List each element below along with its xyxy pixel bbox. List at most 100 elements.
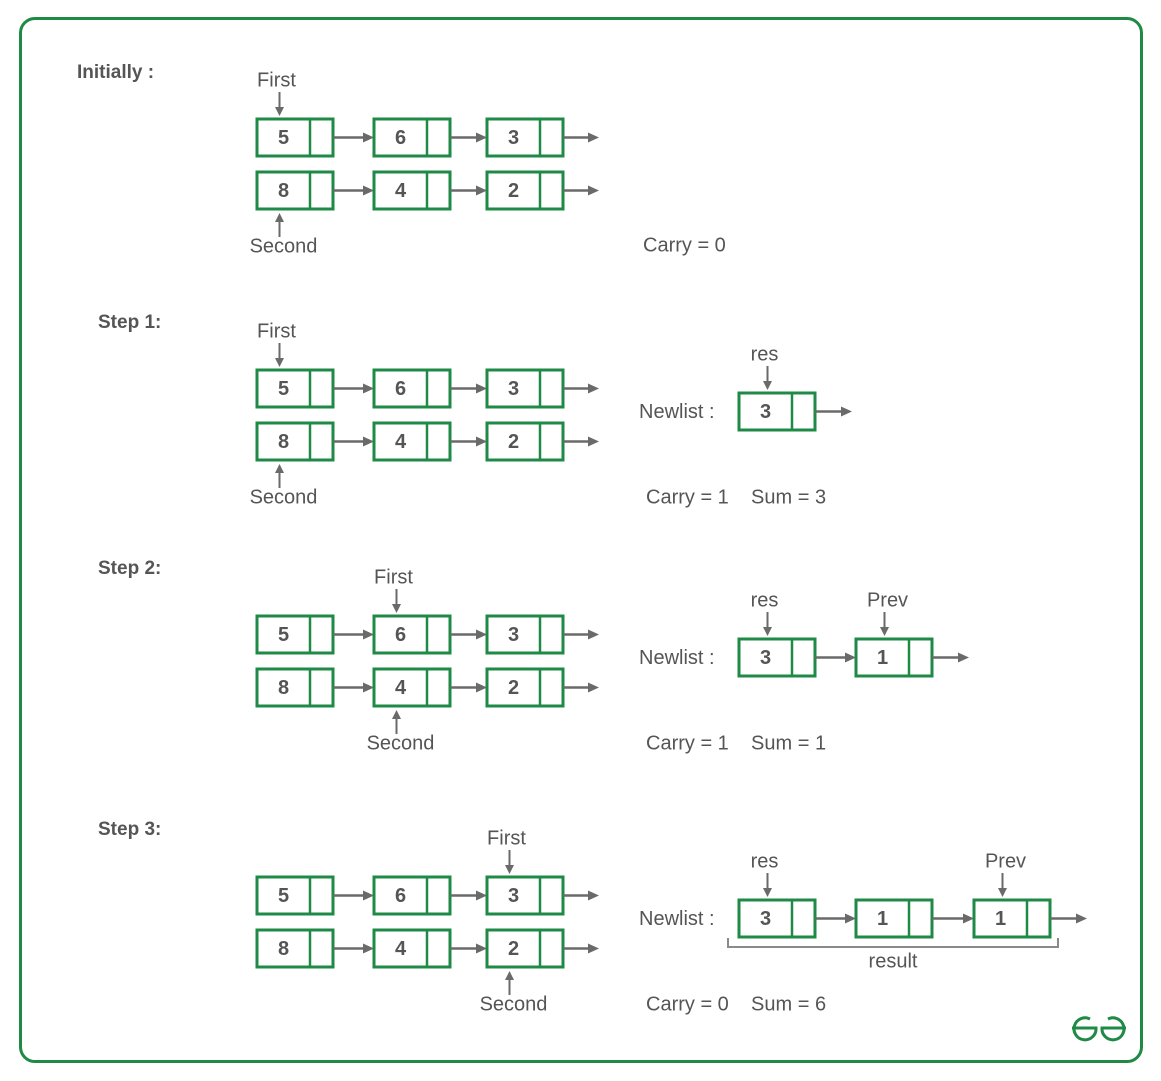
first-list-link-arrow	[563, 132, 599, 143]
newlist-link-arrow	[815, 652, 856, 663]
first-pointer-label: First	[257, 320, 296, 342]
logo-left-g	[1072, 1016, 1098, 1042]
second-list-link-arrow	[563, 682, 599, 693]
first-pointer-label: First	[374, 566, 413, 588]
node-box	[255, 421, 335, 462]
prev-pointer-arrow	[880, 612, 889, 636]
link-arrow-head	[588, 383, 599, 394]
second-list-link-arrow	[333, 682, 374, 693]
newlist-link-arrow	[815, 913, 856, 924]
pointer-arrow-head	[505, 971, 514, 980]
second-pointer-arrow	[275, 464, 284, 488]
link-arrow-head	[363, 943, 374, 954]
node-box	[854, 637, 934, 678]
pointer-arrow-head	[275, 464, 284, 473]
status-text: Carry = 1 Sum = 3	[646, 486, 826, 508]
link-arrow-head	[588, 629, 599, 640]
second-list-link-arrow	[563, 185, 599, 196]
node-box	[255, 117, 335, 158]
node-box	[372, 614, 452, 655]
step-label: Step 2:	[98, 558, 161, 579]
node-value: 3	[508, 885, 519, 907]
link-arrow-head	[963, 913, 974, 924]
first-pointer-arrow	[505, 850, 514, 874]
link-arrow-head	[476, 436, 487, 447]
node-value: 3	[508, 378, 519, 400]
link-arrow-head	[363, 185, 374, 196]
second-pointer-arrow	[275, 213, 284, 237]
newlist-link-arrow	[932, 913, 974, 924]
geeksforgeeks-logo	[1072, 1016, 1126, 1042]
second-pointer-label: Second	[250, 486, 318, 508]
pointer-arrow-head	[763, 888, 772, 897]
newlist-node: 1	[972, 898, 1052, 939]
link-arrow-head	[841, 406, 852, 417]
first-list-node: 3	[485, 368, 565, 409]
link-arrow-head	[476, 890, 487, 901]
node-value: 5	[278, 624, 289, 646]
newlist-link-arrow	[815, 406, 852, 417]
res-pointer-arrow	[763, 612, 772, 636]
node-box	[372, 667, 452, 708]
second-list-node: 2	[485, 928, 565, 969]
first-list-node: 5	[255, 117, 335, 158]
node-value: 1	[995, 908, 1006, 930]
first-list-link-arrow	[563, 629, 599, 640]
first-list-node: 5	[255, 614, 335, 655]
result-bracket-label: result	[869, 950, 918, 972]
second-list-node: 2	[485, 170, 565, 211]
pointer-arrow-head	[392, 710, 401, 719]
first-list-link-arrow	[450, 629, 487, 640]
link-arrow-head	[476, 185, 487, 196]
node-box	[372, 170, 452, 211]
newlist-node: 1	[854, 637, 934, 678]
newlist-node: 3	[737, 391, 817, 432]
node-box	[372, 928, 452, 969]
second-pointer-label: Second	[480, 993, 548, 1015]
node-value: 6	[395, 127, 406, 149]
res-pointer-arrow	[763, 873, 772, 897]
link-arrow-head	[476, 629, 487, 640]
result-bracket	[727, 938, 1059, 948]
second-list-link-arrow	[450, 943, 487, 954]
node-value: 5	[278, 127, 289, 149]
first-list-node: 6	[372, 368, 452, 409]
pointer-arrow-head	[275, 107, 284, 116]
node-value: 4	[395, 180, 407, 202]
link-arrow-head	[363, 629, 374, 640]
node-value: 3	[760, 908, 771, 930]
first-list-link-arrow	[333, 383, 374, 394]
link-arrow-head	[363, 436, 374, 447]
link-arrow-head	[363, 890, 374, 901]
link-arrow-head	[588, 132, 599, 143]
node-box	[485, 368, 565, 409]
newlist-link-arrow	[932, 652, 969, 663]
second-list-node: 4	[372, 170, 452, 211]
link-arrow-head	[476, 943, 487, 954]
link-arrow-head	[476, 132, 487, 143]
second-pointer-arrow	[392, 710, 401, 734]
newlist-link-arrow	[1050, 913, 1087, 924]
node-value: 8	[278, 938, 289, 960]
node-value: 2	[508, 180, 519, 202]
pointer-arrow-head	[763, 381, 772, 390]
link-arrow-head	[588, 682, 599, 693]
status-text: Carry = 0 Sum = 6	[646, 993, 826, 1015]
prev-pointer-label: Prev	[985, 850, 1026, 872]
link-arrow-head	[958, 652, 969, 663]
node-value: 8	[278, 431, 289, 453]
newlist-label: Newlist :	[639, 401, 715, 423]
second-list-node: 8	[255, 170, 335, 211]
node-box	[737, 637, 817, 678]
node-value: 4	[395, 431, 407, 453]
first-list-node: 3	[485, 614, 565, 655]
node-box	[485, 421, 565, 462]
node-value: 3	[508, 127, 519, 149]
node-value: 8	[278, 677, 289, 699]
pointer-arrow-head	[763, 627, 772, 636]
